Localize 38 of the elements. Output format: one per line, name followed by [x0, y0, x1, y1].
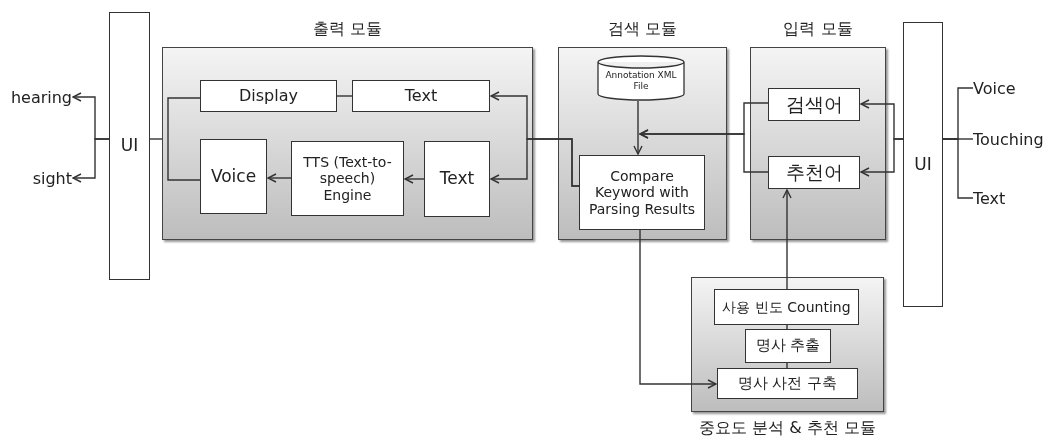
connector-line [167, 97, 201, 181]
process-box: Text [352, 80, 490, 112]
output-label: hearing [8, 86, 72, 108]
module-title: 검색 모듈 [606, 19, 679, 40]
connector-line [336, 95, 353, 97]
module-title: 출력 모듈 [311, 19, 384, 40]
process-box: Text [424, 141, 490, 217]
process-box: Display [200, 80, 337, 112]
arrow [72, 138, 110, 183]
output-label: sight [8, 167, 72, 189]
connector-line [786, 362, 788, 369]
process-box: TTS (Text-to-speech) Engine [291, 141, 404, 216]
process-box: 검색어 [768, 88, 860, 121]
connector-line [942, 138, 974, 199]
arrow [404, 174, 425, 184]
input-label: Touching [973, 127, 1053, 151]
arrow [267, 173, 292, 183]
arrow [639, 229, 717, 389]
module-title: 중요도 분석 & 추천 모듈 [698, 418, 877, 439]
arrow [490, 138, 580, 187]
process-box: 추천어 [768, 156, 860, 189]
database-label: Annotation XML File [605, 70, 677, 93]
process-box: Voice [200, 139, 267, 214]
process-box: Compare Keyword with Parsing Results [579, 155, 705, 230]
process-box: 명사 추출 [745, 329, 831, 363]
module-title: 입력 모듈 [782, 19, 854, 40]
input-label: Text [973, 186, 1033, 210]
process-box: 사용 빈도 Counting [714, 289, 859, 325]
arrow [860, 138, 904, 177]
arrow [633, 100, 643, 155]
input-label: Voice [973, 76, 1043, 100]
arrow [639, 129, 769, 173]
ui-bar: UI [109, 12, 150, 280]
ui-bar: UI [903, 22, 943, 307]
arrow [782, 189, 792, 290]
connector-line [786, 324, 788, 330]
connector-line [149, 138, 163, 140]
process-box: 명사 사전 구축 [717, 368, 858, 399]
